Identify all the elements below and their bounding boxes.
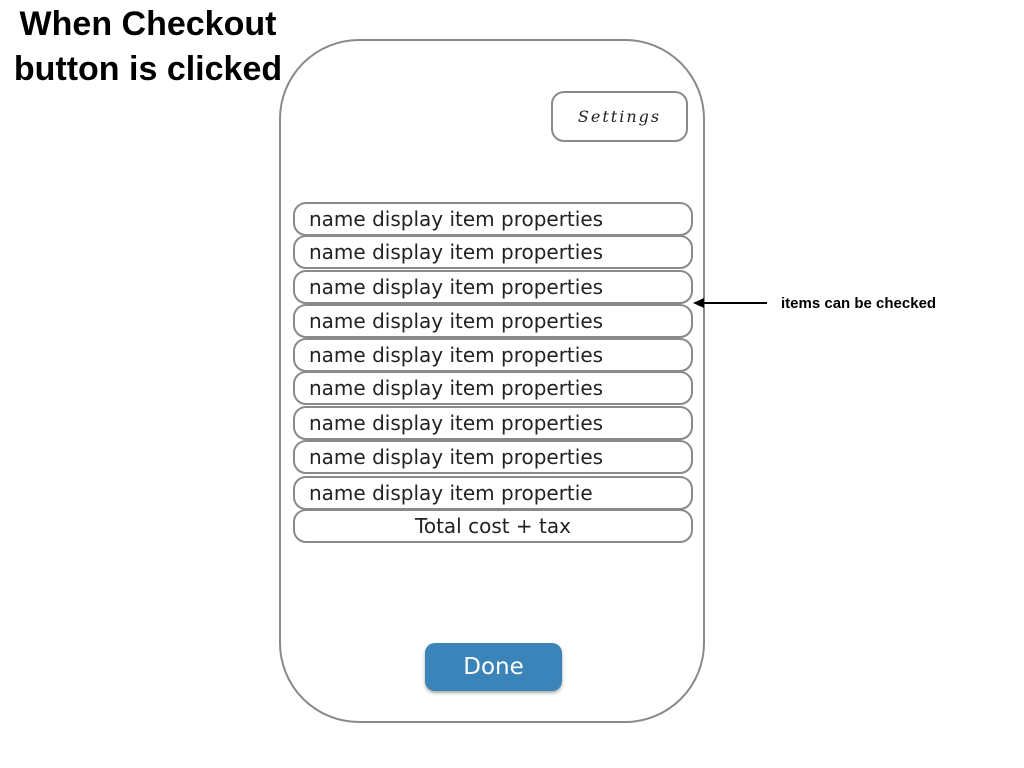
list-item[interactable]: name display item properties xyxy=(293,371,693,405)
list-item[interactable]: name display item properties xyxy=(293,440,693,474)
list-item[interactable]: name display item properties xyxy=(293,235,693,269)
total-cost-row: Total cost + tax xyxy=(293,509,693,543)
list-item[interactable]: name display item properties xyxy=(293,338,693,372)
list-item[interactable]: name display item properties xyxy=(293,406,693,440)
page-heading-line-2: button is clicked xyxy=(13,50,283,88)
list-item[interactable]: name display item properties xyxy=(293,270,693,304)
annotation-arrow-icon xyxy=(693,298,767,308)
settings-button[interactable]: Settings xyxy=(551,91,688,142)
list-item[interactable]: name display item properties xyxy=(293,304,693,338)
done-button[interactable]: Done xyxy=(425,643,562,691)
annotation-label: items can be checked xyxy=(781,295,937,312)
list-item[interactable]: name display item properties xyxy=(293,202,693,236)
list-item[interactable]: name display item propertie xyxy=(293,476,693,510)
page-heading-line-1: When Checkout xyxy=(19,5,277,43)
page-heading: When Checkout button is clicked xyxy=(0,2,296,92)
